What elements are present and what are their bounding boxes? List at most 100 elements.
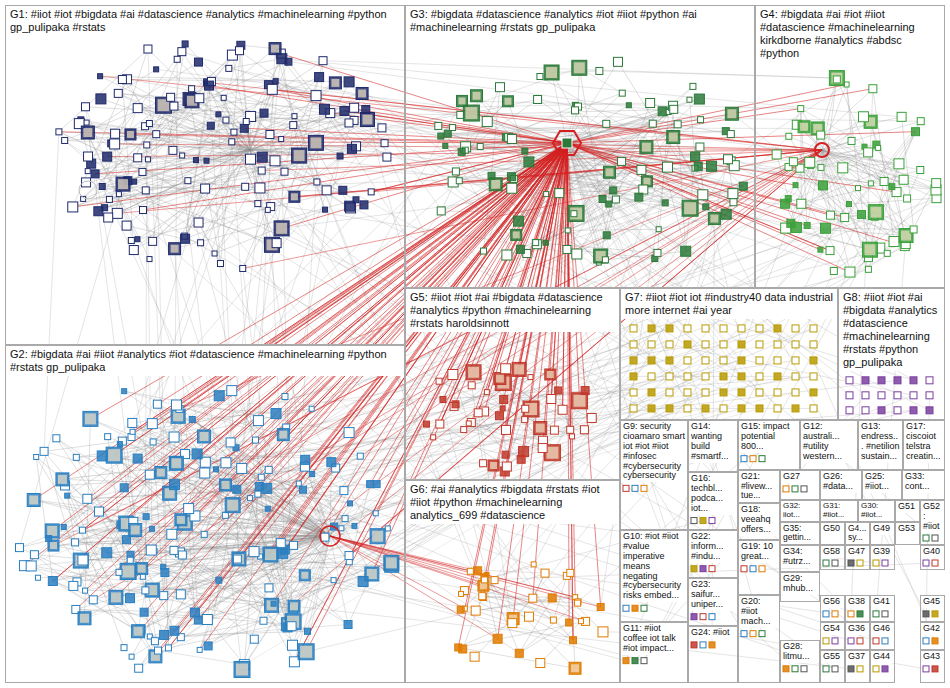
- graph-vertex: [606, 168, 614, 176]
- graph-vertex: [674, 121, 681, 128]
- graph-edge: [164, 105, 281, 543]
- graph-vertex: [26, 561, 36, 571]
- graph-vertex: [91, 170, 99, 178]
- graph-edge: [73, 143, 567, 207]
- graph-vertex: [135, 664, 143, 672]
- graph-edge: [292, 150, 822, 605]
- graph-edge: [121, 143, 567, 525]
- graph-edge: [864, 147, 891, 187]
- graph-edge: [107, 272, 850, 553]
- graph-vertex: [513, 216, 523, 226]
- graph-vertex: [319, 104, 329, 114]
- graph-vertex: [233, 485, 241, 493]
- graph-edge: [487, 575, 520, 653]
- graph-vertex: [260, 617, 267, 624]
- graph-edge: [233, 150, 822, 505]
- graph-vertex: [79, 527, 85, 533]
- graph-vertex: [106, 196, 112, 202]
- graph-vertex: [116, 569, 122, 575]
- graph-vertex: [204, 642, 212, 650]
- graph-vertex: [167, 93, 175, 101]
- graph-vertex: [222, 512, 228, 518]
- graph-edge: [242, 536, 330, 669]
- graph-vertex: [265, 549, 276, 560]
- graph-vertex: [233, 555, 241, 563]
- graph-vertex: [321, 533, 329, 541]
- graph-edge: [121, 525, 626, 661]
- graph-vertex: [149, 237, 157, 245]
- graph-edge: [207, 82, 822, 150]
- graph-edge: [102, 186, 276, 243]
- graph-vertex: [299, 570, 310, 581]
- graph-vertex: [534, 96, 542, 104]
- graph-vertex: [81, 126, 94, 139]
- graph-vertex: [177, 516, 185, 524]
- graph-vertex: [484, 390, 489, 395]
- graph-edge: [567, 143, 905, 246]
- graph-edge: [306, 143, 567, 652]
- graph-vertex: [129, 246, 138, 255]
- graph-edge: [130, 134, 822, 150]
- graph-vertex: [681, 246, 691, 256]
- graph-edge: [533, 143, 567, 598]
- graph-vertex: [698, 190, 708, 200]
- graph-vertex: [226, 65, 232, 71]
- graph-vertex: [458, 148, 465, 155]
- graph-vertex: [368, 189, 374, 195]
- graph-edge: [242, 54, 281, 469]
- graph-vertex: [194, 616, 202, 624]
- graph-vertex: [165, 645, 171, 651]
- graph-edge: [175, 189, 206, 249]
- graph-edge: [880, 183, 936, 248]
- graph-vertex: [826, 247, 834, 255]
- graph-vertex: [528, 375, 533, 380]
- graph-vertex: [730, 199, 737, 206]
- graph-vertex: [555, 387, 562, 394]
- graph-edge: [567, 84, 847, 143]
- graph-edge: [330, 536, 586, 621]
- graph-vertex: [83, 128, 92, 137]
- graph-vertex: [200, 432, 209, 441]
- graph-vertex: [533, 240, 539, 246]
- graph-edge: [77, 405, 177, 582]
- graph-vertex: [47, 526, 57, 536]
- graph-vertex: [142, 187, 149, 194]
- graph-vertex: [161, 569, 169, 577]
- graph-vertex: [342, 516, 348, 522]
- graph-vertex: [347, 144, 356, 153]
- graph-vertex: [864, 148, 873, 157]
- graph-vertex: [507, 173, 515, 181]
- graph-vertex: [797, 199, 806, 208]
- graph-vertex: [917, 118, 924, 125]
- graph-edge: [484, 143, 567, 412]
- graph-vertex: [217, 261, 223, 267]
- graph-vertex: [670, 105, 678, 113]
- graph-vertex: [85, 169, 90, 174]
- graph-vertex: [122, 389, 127, 394]
- graph-vertex: [488, 172, 495, 179]
- graph-vertex: [231, 129, 237, 135]
- graph-vertex: [876, 145, 881, 150]
- graph-vertex: [656, 227, 661, 232]
- graph-edge: [821, 135, 936, 190]
- graph-vertex: [791, 222, 801, 232]
- graph-edge: [567, 143, 850, 272]
- graph-edge: [141, 143, 567, 630]
- graph-vertex: [151, 638, 158, 645]
- graph-vertex: [358, 577, 368, 587]
- graph-edge: [114, 455, 269, 588]
- graph-edge: [185, 81, 211, 238]
- graph-vertex: [116, 177, 130, 191]
- graph-vertex: [169, 146, 177, 154]
- graph-edge: [330, 536, 484, 580]
- graph-vertex: [147, 419, 157, 429]
- graph-edge: [132, 536, 330, 657]
- graph-vertex: [818, 181, 827, 190]
- graph-edge: [34, 555, 73, 586]
- graph-edge: [788, 199, 830, 251]
- graph-vertex: [423, 421, 429, 427]
- graph-edge: [144, 143, 567, 612]
- graph-edge: [477, 96, 866, 396]
- graph-vertex: [649, 120, 656, 127]
- graph-vertex: [140, 608, 148, 616]
